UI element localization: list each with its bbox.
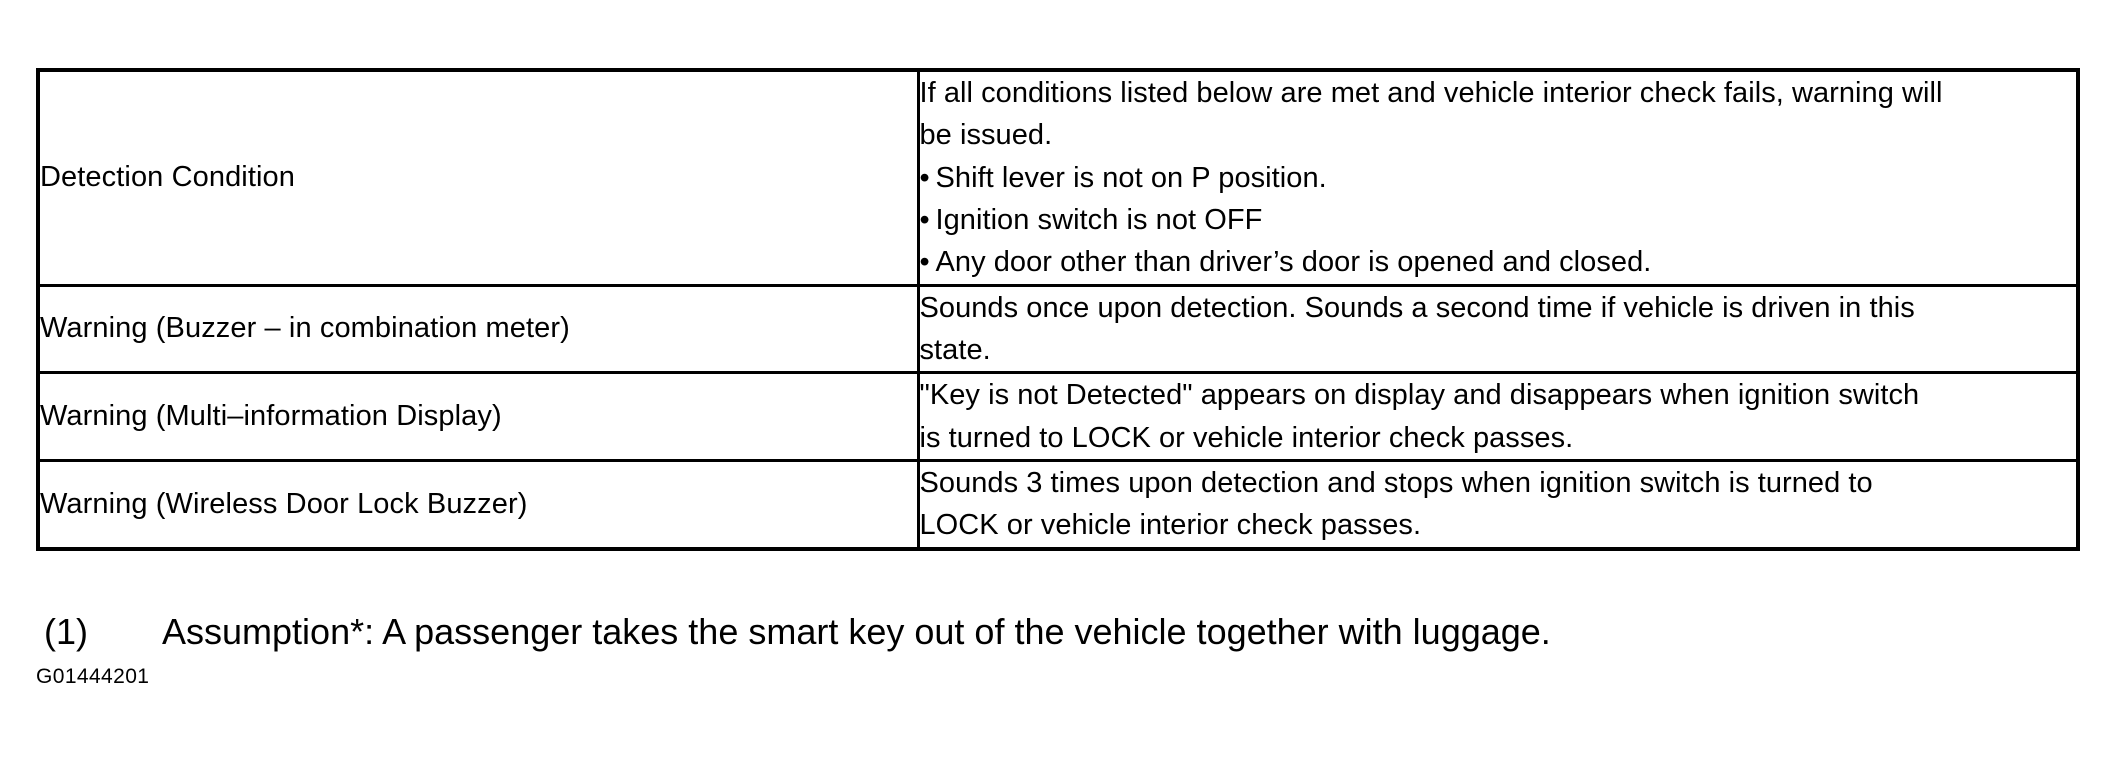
row-label: Warning (Buzzer – in combination meter): [40, 312, 570, 345]
caption-text: Assumption*: A passenger takes the smart…: [162, 611, 1551, 652]
bullet-text: Ignition switch is not OFF: [935, 203, 1263, 236]
table-row: Warning (Buzzer – in combination meter) …: [36, 283, 2080, 375]
figure-caption: (1) Assumption*: A passenger takes the s…: [44, 612, 1551, 652]
table-body: Detection Condition If all conditions li…: [36, 68, 2080, 551]
bullet-dot-icon: •: [919, 161, 930, 194]
table-row: Warning (Multi–information Display) "Key…: [36, 371, 2080, 462]
row-label: Warning (Wireless Door Lock Buzzer): [40, 487, 528, 520]
value-line: is turned to LOCK or vehicle interior ch…: [919, 421, 1574, 454]
bullet-dot-icon: •: [919, 246, 930, 279]
value-line: Sounds once upon detection. Sounds a sec…: [919, 291, 1915, 324]
table-row: Warning (Wireless Door Lock Buzzer) Soun…: [36, 458, 2080, 551]
row-value-cell-detection-condition: If all conditions listed below are met a…: [916, 68, 2080, 287]
bullet-item: •Ignition switch is not OFF: [920, 199, 2077, 241]
value-line: "Key is not Detected" appears on display…: [919, 379, 1920, 412]
row-value-cell-warning-wireless-door-lock-buzzer: Sounds 3 times upon detection and stops …: [916, 458, 2080, 551]
value-line: state.: [919, 333, 991, 366]
value-line: If all conditions listed below are met a…: [919, 77, 1943, 109]
value-line: Sounds 3 times upon detection and stops …: [919, 466, 1873, 499]
caption-number: (1): [44, 611, 88, 652]
bullet-item: •Any door other than driver’s door is op…: [920, 241, 2077, 283]
bullet-text: Any door other than driver’s door is ope…: [935, 246, 1652, 279]
row-value-cell-warning-multi-information-display: "Key is not Detected" appears on display…: [916, 371, 2080, 462]
bullet-dot-icon: •: [919, 203, 930, 236]
figure-id-label: G01444201: [36, 665, 150, 688]
row-label-cell-warning-multi-information-display: Warning (Multi–information Display): [36, 371, 920, 462]
detection-condition-table: Detection Condition If all conditions li…: [36, 68, 2080, 551]
value-line: be issued.: [919, 119, 1053, 152]
row-value-cell-warning-buzzer: Sounds once upon detection. Sounds a sec…: [916, 283, 2080, 375]
bullet-item: •Shift lever is not on P position.: [920, 157, 2077, 199]
table-row: Detection Condition If all conditions li…: [36, 68, 2080, 287]
row-label-cell-warning-buzzer: Warning (Buzzer – in combination meter): [36, 283, 920, 375]
row-label: Warning (Multi–information Display): [40, 400, 502, 433]
row-label-cell-detection-condition: Detection Condition: [36, 68, 920, 287]
row-label-cell-warning-wireless-door-lock-buzzer: Warning (Wireless Door Lock Buzzer): [36, 458, 920, 551]
bullet-text: Shift lever is not on P position.: [935, 161, 1327, 194]
value-line: LOCK or vehicle interior check passes.: [919, 509, 1422, 542]
row-label: Detection Condition: [40, 161, 295, 194]
